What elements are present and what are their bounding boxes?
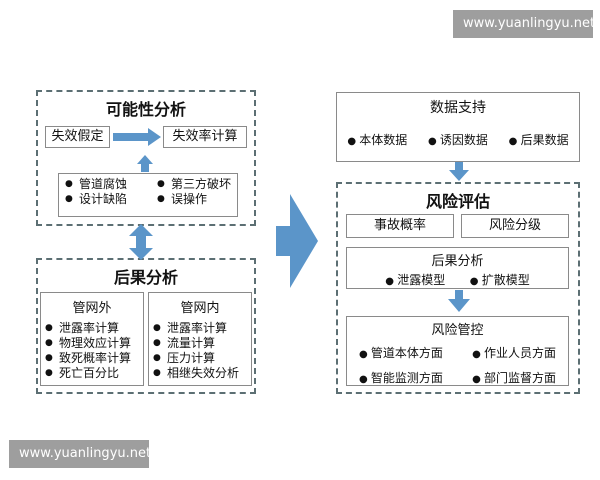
data-support-item: 诱因数据 xyxy=(428,131,488,148)
failure-assumption-box: 失效假定 xyxy=(45,126,110,148)
outside-item: 物理效应计算 xyxy=(45,336,139,351)
risk-grading-box: 风险分级 xyxy=(461,214,569,238)
consequence-analysis-title: 后果分析 xyxy=(113,268,178,287)
outside-item: 致死概率计算 xyxy=(45,351,139,366)
risk-assessment-title: 风险评估 xyxy=(425,192,490,211)
watermark-bottom: www.yuanlingyu.net xyxy=(9,440,151,468)
failure-rate-calculation-box: 失效率计算 xyxy=(163,126,247,148)
cause-item: 误操作 xyxy=(157,192,231,207)
double-arrow-icon xyxy=(129,224,153,260)
model-item: 扩散模型 xyxy=(470,271,530,288)
failure-causes-list-right: 第三方破坏 误操作 xyxy=(157,177,231,207)
inside-item: 泄露率计算 xyxy=(153,321,247,336)
inside-item: 流量计算 xyxy=(153,336,247,351)
control-item: 智能监测方面 xyxy=(359,369,443,386)
arrow-down-icon xyxy=(449,162,469,181)
big-right-arrow-icon xyxy=(276,194,318,288)
watermark-top: www.yuanlingyu.net xyxy=(453,10,595,38)
cause-item: 设计缺陷 xyxy=(65,192,127,207)
risk-control-box: 风险管控 管道本体方面 作业人员方面 智能监测方面 部门监督方面 xyxy=(346,316,569,386)
feasibility-analysis-title: 可能性分析 xyxy=(105,100,186,119)
data-support-title: 数据支持 xyxy=(430,100,486,116)
pipe-network-outside-title: 管网外 xyxy=(72,301,112,316)
consequence-model-box: 后果分析 泄露模型 扩散模型 xyxy=(346,247,569,289)
pipe-network-inside-title: 管网内 xyxy=(180,301,220,316)
control-item: 管道本体方面 xyxy=(359,344,443,361)
inside-item: 压力计算 xyxy=(153,351,247,366)
failure-causes-box: 管道腐蚀 设计缺陷 第三方破坏 误操作 xyxy=(58,173,238,217)
control-item: 部门监督方面 xyxy=(472,369,556,386)
pipe-network-inside-list: 泄露率计算 流量计算 压力计算 相继失效分析 xyxy=(153,321,247,381)
model-item: 泄露模型 xyxy=(385,271,445,288)
data-support-box: 数据支持 本体数据 诱因数据 后果数据 xyxy=(336,92,580,162)
consequence-model-title: 后果分析 xyxy=(431,254,484,269)
accident-probability-box: 事故概率 xyxy=(346,214,454,238)
consequence-model-items: 泄露模型 扩散模型 xyxy=(347,271,568,288)
pipe-network-outside-box: 管网外 泄露率计算 物理效应计算 致死概率计算 死亡百分比 xyxy=(40,292,144,386)
cause-item: 第三方破坏 xyxy=(157,177,231,192)
outside-item: 死亡百分比 xyxy=(45,366,139,381)
inside-item: 相继失效分析 xyxy=(153,366,247,381)
risk-assessment-group: 风险评估 xyxy=(336,182,580,394)
data-support-item: 本体数据 xyxy=(347,131,407,148)
pipe-network-inside-box: 管网内 泄露率计算 流量计算 压力计算 相继失效分析 xyxy=(148,292,252,386)
outside-item: 泄露率计算 xyxy=(45,321,139,336)
data-support-items: 本体数据 诱因数据 后果数据 xyxy=(337,131,579,148)
cause-item: 管道腐蚀 xyxy=(65,177,127,192)
risk-control-row-1: 管道本体方面 作业人员方面 xyxy=(347,344,568,361)
control-item: 作业人员方面 xyxy=(472,344,556,361)
data-support-item: 后果数据 xyxy=(509,131,569,148)
risk-control-row-2: 智能监测方面 部门监督方面 xyxy=(347,369,568,386)
failure-causes-list-left: 管道腐蚀 设计缺陷 xyxy=(65,177,127,207)
risk-control-title: 风险管控 xyxy=(431,323,484,338)
pipe-network-outside-list: 泄露率计算 物理效应计算 致死概率计算 死亡百分比 xyxy=(45,321,139,381)
